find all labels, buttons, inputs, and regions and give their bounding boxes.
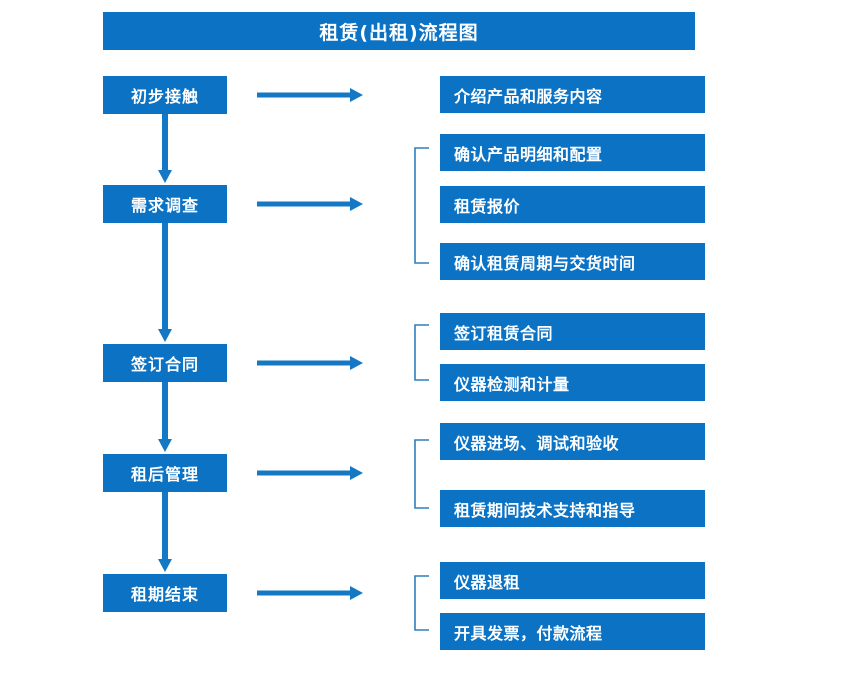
arrow-stage-4-to-details-shaft xyxy=(257,470,350,476)
bracket-end-group xyxy=(414,575,429,631)
detail-box-instrument-return[interactable]: 仪器退租 xyxy=(440,562,705,599)
arrow-stage-1-to-details-head xyxy=(350,88,363,102)
bracket-management-group xyxy=(414,439,429,509)
arrow-stage-1-to-stage-2-head xyxy=(158,170,172,183)
arrow-stage-5-to-details-shaft xyxy=(257,590,350,596)
arrow-stage-2-to-details-shaft xyxy=(257,201,350,207)
arrow-stage-4-to-stage-5-head xyxy=(158,559,172,572)
detail-box-sign-rental-contract[interactable]: 签订租赁合同 xyxy=(440,313,705,350)
detail-box-instrument-inspection[interactable]: 仪器检测和计量 xyxy=(440,364,705,401)
detail-box-rental-quotation[interactable]: 租赁报价 xyxy=(440,186,705,223)
arrow-stage-1-to-stage-2-shaft xyxy=(162,114,168,170)
arrow-stage-2-to-stage-3-head xyxy=(158,329,172,342)
stage-box-initial-contact[interactable]: 初步接触 xyxy=(103,76,227,114)
arrow-stage-1-to-details-shaft xyxy=(257,92,350,98)
stage-box-requirement-survey[interactable]: 需求调查 xyxy=(103,185,227,223)
detail-box-instrument-entry-commissioning[interactable]: 仪器进场、调试和验收 xyxy=(440,423,705,460)
detail-box-technical-support[interactable]: 租赁期间技术支持和指导 xyxy=(440,490,705,527)
arrow-stage-3-to-stage-4-head xyxy=(158,439,172,452)
detail-box-confirm-period-delivery[interactable]: 确认租赁周期与交货时间 xyxy=(440,243,705,280)
arrow-stage-3-to-stage-4-shaft xyxy=(162,382,168,439)
stage-box-post-rental-management[interactable]: 租后管理 xyxy=(103,454,227,492)
arrow-stage-4-to-details-head xyxy=(350,466,363,480)
bracket-contract-group xyxy=(414,324,429,381)
stage-box-rental-end[interactable]: 租期结束 xyxy=(103,574,227,612)
arrow-stage-4-to-stage-5-shaft xyxy=(162,492,168,559)
detail-box-invoice-payment[interactable]: 开具发票，付款流程 xyxy=(440,613,705,650)
arrow-stage-3-to-details-head xyxy=(350,356,363,370)
arrow-stage-3-to-details-shaft xyxy=(257,360,350,366)
stage-box-sign-contract[interactable]: 签订合同 xyxy=(103,344,227,382)
arrow-stage-2-to-details-head xyxy=(350,197,363,211)
detail-box-confirm-product-details[interactable]: 确认产品明细和配置 xyxy=(440,134,705,171)
arrow-stage-5-to-details-head xyxy=(350,586,363,600)
arrow-stage-2-to-stage-3-shaft xyxy=(162,223,168,329)
detail-box-introduce-products[interactable]: 介绍产品和服务内容 xyxy=(440,76,705,113)
page-title: 租赁(出租)流程图 xyxy=(103,12,695,50)
bracket-requirement-group xyxy=(414,147,429,264)
